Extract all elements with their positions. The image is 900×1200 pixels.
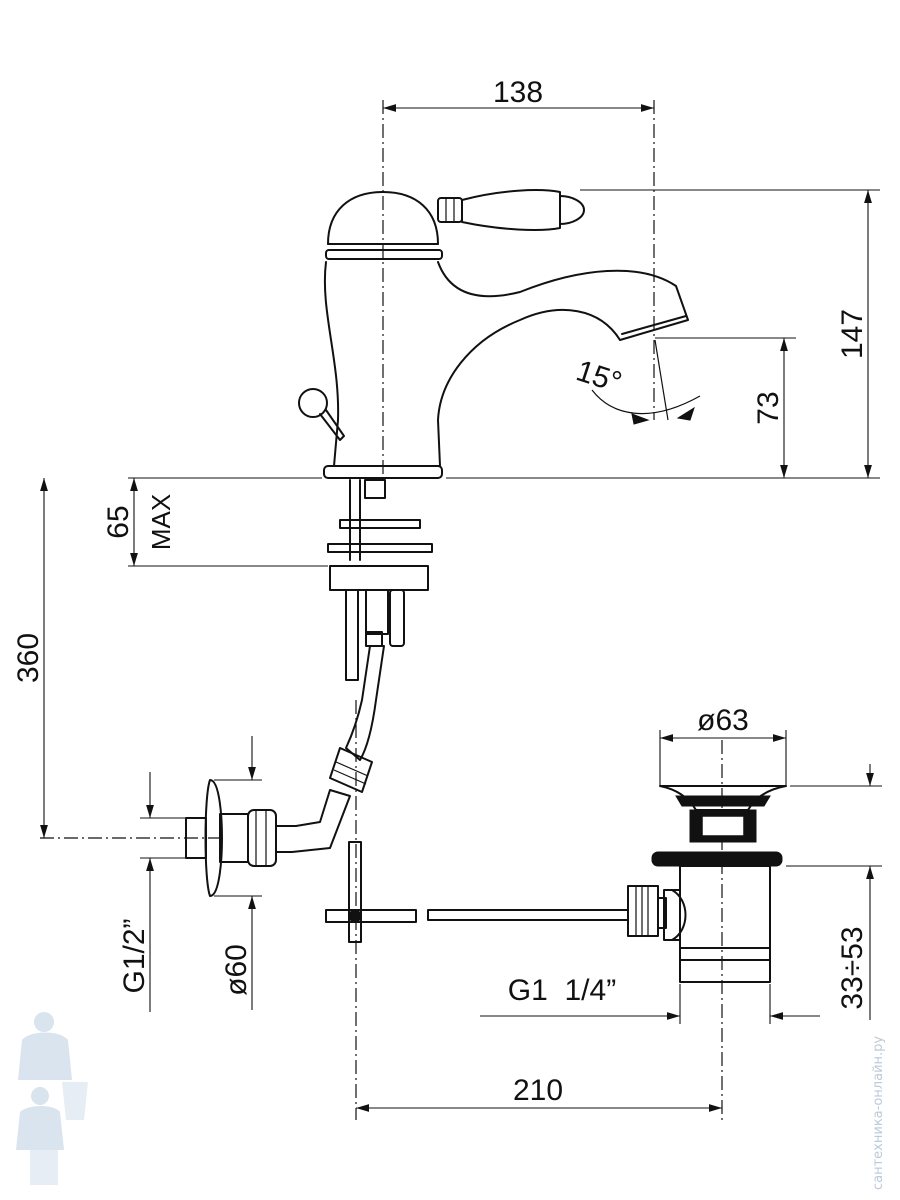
watermark: сантехника-онлайн.ру [16, 1012, 886, 1190]
under-deck-assembly [275, 479, 433, 853]
body-outline [323, 261, 621, 467]
dimension-labels: 138 147 73 15° 65 MAX 360 G1/2” ø60 ø63 … [12, 76, 869, 1107]
dim-rosette: ø60 [220, 944, 253, 996]
horizontal-rod [427, 909, 629, 921]
rod-stub [345, 589, 359, 681]
fixing-nut [329, 565, 429, 591]
dim-063: ø63 [697, 704, 749, 737]
cap-ring [325, 249, 443, 260]
dim-angle: 15° [572, 354, 625, 399]
pop-up-knob [298, 388, 345, 441]
dim-210: 210 [513, 1074, 563, 1107]
lever-handle [437, 189, 585, 231]
dim-max-label: MAX [146, 494, 176, 550]
dim-138: 138 [493, 76, 543, 109]
dome-cap [327, 191, 439, 245]
inlet-valve [185, 779, 277, 897]
dim-65: 65 [102, 505, 135, 538]
waste-body [679, 865, 771, 949]
dimension-lines [40, 104, 882, 1112]
dim-147: 147 [836, 309, 869, 359]
faucet-body [298, 189, 701, 479]
dim-g114: G1 1/4” [508, 974, 616, 1007]
dim-33-53: 33÷53 [836, 926, 869, 1009]
washer-1 [339, 519, 421, 529]
dim-73: 73 [752, 391, 785, 424]
washer-2 [327, 543, 433, 553]
pop-up-waste [627, 785, 787, 983]
inlet-nut [247, 809, 277, 867]
base-plate [323, 465, 443, 479]
spout [437, 261, 689, 341]
watermark-text: сантехника-онлайн.ру [871, 1036, 886, 1190]
hose-nut [329, 747, 373, 793]
dim-360: 360 [12, 633, 45, 683]
waste-tail [679, 959, 771, 983]
flex-hose-upper [345, 645, 385, 761]
rod-connector [627, 885, 659, 937]
pop-up-rod [325, 841, 629, 943]
flex-hose-lower [275, 789, 351, 853]
dim-g12: G1/2” [118, 918, 151, 993]
plumber-mascot-icon [16, 1012, 88, 1185]
angle-arc [591, 389, 701, 415]
